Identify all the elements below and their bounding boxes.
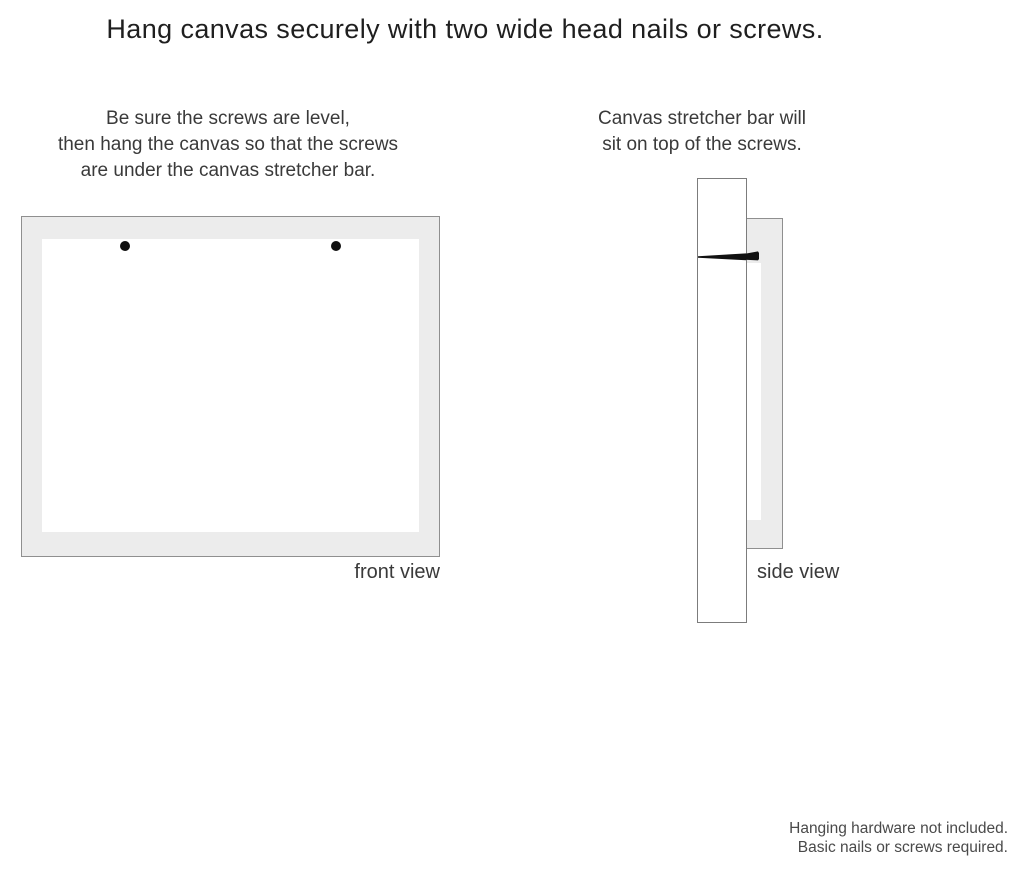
screw-icon bbox=[120, 241, 130, 251]
screw-icon bbox=[331, 241, 341, 251]
hardware-note-line: Hanging hardware not included. bbox=[789, 820, 1008, 837]
instruction-line: Canvas stretcher bar will bbox=[597, 108, 807, 129]
front-view-label: front view bbox=[354, 561, 440, 583]
instruction-line: then hang the canvas so that the screws bbox=[57, 134, 399, 155]
front-view-canvas-frame bbox=[21, 216, 440, 557]
nail-icon bbox=[698, 251, 759, 261]
hardware-note: Hanging hardware not included. Basic nai… bbox=[789, 819, 1008, 857]
side-view-stretcher-bar bbox=[697, 178, 747, 623]
instruction-side-view: Canvas stretcher bar will sit on top of … bbox=[558, 106, 846, 158]
instruction-line: are under the canvas stretcher bar. bbox=[80, 160, 376, 181]
instruction-line: Be sure the screws are level, bbox=[106, 108, 350, 129]
front-view-canvas-face bbox=[42, 239, 419, 532]
instruction-line: sit on top of the screws. bbox=[602, 134, 802, 155]
page-title: Hang canvas securely with two wide head … bbox=[106, 14, 824, 44]
side-view-canvas-face bbox=[747, 263, 761, 520]
side-view-canvas-edge bbox=[745, 218, 783, 549]
hardware-note-line: Basic nails or screws required. bbox=[797, 839, 1008, 856]
side-view-label: side view bbox=[757, 561, 840, 583]
instruction-front-view: Be sure the screws are level, then hang … bbox=[18, 106, 438, 184]
